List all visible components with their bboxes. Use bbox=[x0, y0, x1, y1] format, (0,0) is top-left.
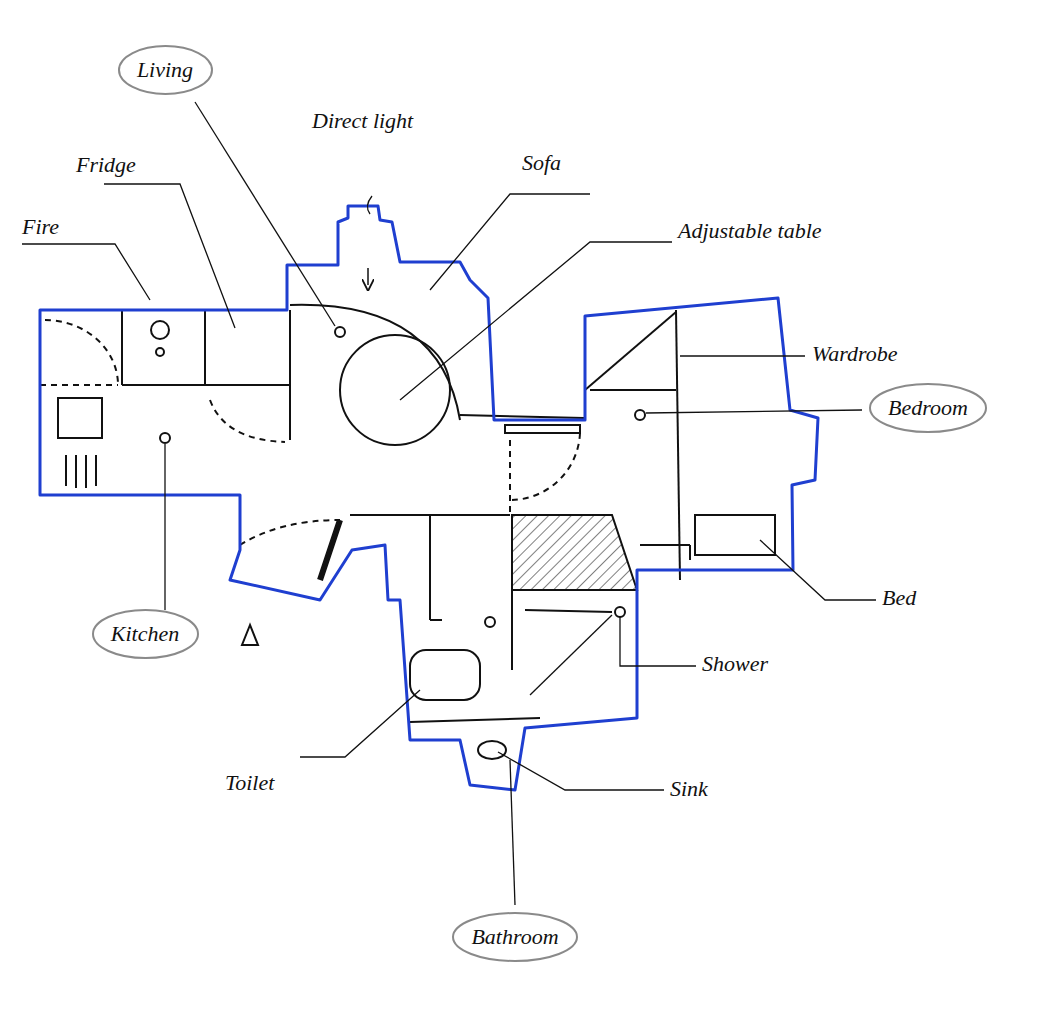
room-label: Adjustable table bbox=[678, 218, 822, 243]
room-label: Toilet bbox=[225, 770, 274, 795]
room-label: Fire bbox=[22, 214, 59, 239]
room-name: Bedroom bbox=[888, 395, 968, 420]
room-label: Sofa bbox=[522, 150, 561, 175]
room-label: Fridge bbox=[76, 152, 136, 177]
room-label: Shower bbox=[702, 651, 768, 676]
room-label: Sink bbox=[670, 776, 708, 801]
outer-wall bbox=[40, 206, 818, 790]
room-label: Bed bbox=[882, 585, 916, 610]
room-label: Wardrobe bbox=[812, 341, 898, 366]
room-name-ellipse: Bedroom bbox=[868, 382, 988, 434]
room-label: Direct light bbox=[312, 108, 413, 133]
room-name-ellipse: Kitchen bbox=[91, 608, 200, 660]
room-name: Kitchen bbox=[111, 621, 179, 646]
room-name: Living bbox=[137, 57, 193, 82]
room-name: Bathroom bbox=[471, 924, 558, 949]
room-name-ellipse: Bathroom bbox=[451, 911, 579, 963]
room-name-ellipse: Living bbox=[117, 44, 214, 96]
leader-lines bbox=[22, 102, 876, 905]
